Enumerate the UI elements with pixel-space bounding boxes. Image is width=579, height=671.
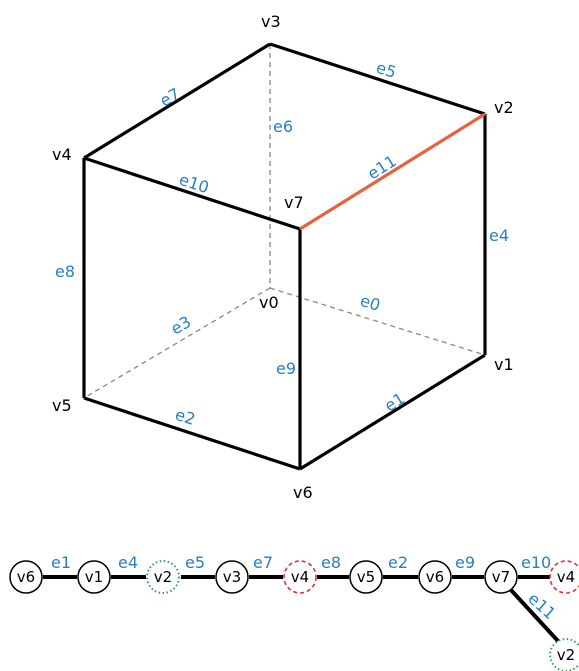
svg-text:v6: v6 [426, 568, 444, 586]
vertex-label-v0: v0 [259, 293, 279, 312]
path-edge-label-e9: e9 [455, 553, 475, 572]
svg-text:v7: v7 [492, 568, 510, 586]
svg-text:v2: v2 [557, 646, 575, 664]
edge-label-e10: e10 [177, 170, 212, 197]
cube-edge-e1 [299, 353, 486, 471]
path-node-v2-second: v2 [549, 638, 579, 671]
vertex-label-v3: v3 [261, 12, 281, 31]
svg-text:v5: v5 [357, 568, 375, 586]
path-edge-label-e5: e5 [185, 553, 205, 572]
cube-vertex-labels: v3 v2 v4 v7 v0 v1 v5 v6 [52, 12, 514, 502]
path-edge-label-e7: e7 [253, 553, 273, 572]
cube-edge-e7 [83, 42, 271, 160]
path-edge-label-e1: e1 [51, 553, 71, 572]
path-edge-label-e4: e4 [118, 553, 138, 572]
cube-edge-e2 [83, 396, 301, 471]
path-node-v3: v3 [215, 560, 249, 594]
vertex-label-v6: v6 [293, 483, 313, 502]
svg-text:v3: v3 [223, 568, 241, 586]
vertex-label-v7: v7 [284, 193, 304, 212]
edge-label-e0: e0 [358, 291, 383, 315]
edge-label-e2: e2 [173, 405, 198, 429]
path-node-v7: v7 [484, 560, 518, 594]
path-node-v4: v4 [283, 560, 317, 594]
vertex-label-v1: v1 [494, 355, 514, 374]
edge-label-e9: e9 [276, 359, 296, 378]
edge-label-e8: e8 [55, 262, 75, 281]
cube-edge-e3 [83, 287, 271, 399]
svg-text:v4: v4 [291, 568, 309, 586]
cube-edges [82, 42, 487, 471]
path-node-v1: v1 [77, 560, 111, 594]
cube-edge-e10 [83, 156, 301, 231]
path-node-v6: v6 [9, 560, 43, 594]
cube-edge-labels: e7 e5 e6 e11 e10 e4 e8 e3 e0 e9 e1 e2 [55, 58, 509, 429]
edge-label-e1: e1 [381, 389, 408, 416]
svg-text:v1: v1 [85, 568, 103, 586]
path-edge-label-e11: e11 [524, 589, 559, 623]
vertex-label-v4: v4 [52, 145, 72, 164]
svg-text:v6: v6 [17, 568, 35, 586]
path-edge-label-e10: e10 [521, 553, 551, 572]
path-edge-e11 [508, 587, 560, 643]
vertex-label-v2: v2 [494, 98, 514, 117]
edge-label-e7: e7 [157, 84, 184, 110]
vertex-label-v5: v5 [52, 396, 72, 415]
cube-edge-e11 [299, 112, 486, 231]
svg-text:v4: v4 [557, 568, 575, 586]
cube-edge-e5 [269, 42, 486, 116]
edge-label-e4: e4 [489, 226, 509, 245]
svg-text:v2: v2 [154, 568, 172, 586]
edge-label-e6: e6 [273, 117, 293, 136]
path-node-v4-second: v4 [549, 560, 579, 594]
path-node-v6-second: v6 [418, 560, 452, 594]
path-edge-label-e2: e2 [388, 553, 408, 572]
path-graph: e1 e4 e5 e7 e8 e2 e9 e10 e11 v6 v1 v2 v3… [9, 553, 579, 671]
path-edge-label-e8: e8 [321, 553, 341, 572]
cube-edge-e0 [269, 287, 486, 356]
path-node-v2: v2 [146, 560, 180, 594]
path-node-v5: v5 [349, 560, 383, 594]
